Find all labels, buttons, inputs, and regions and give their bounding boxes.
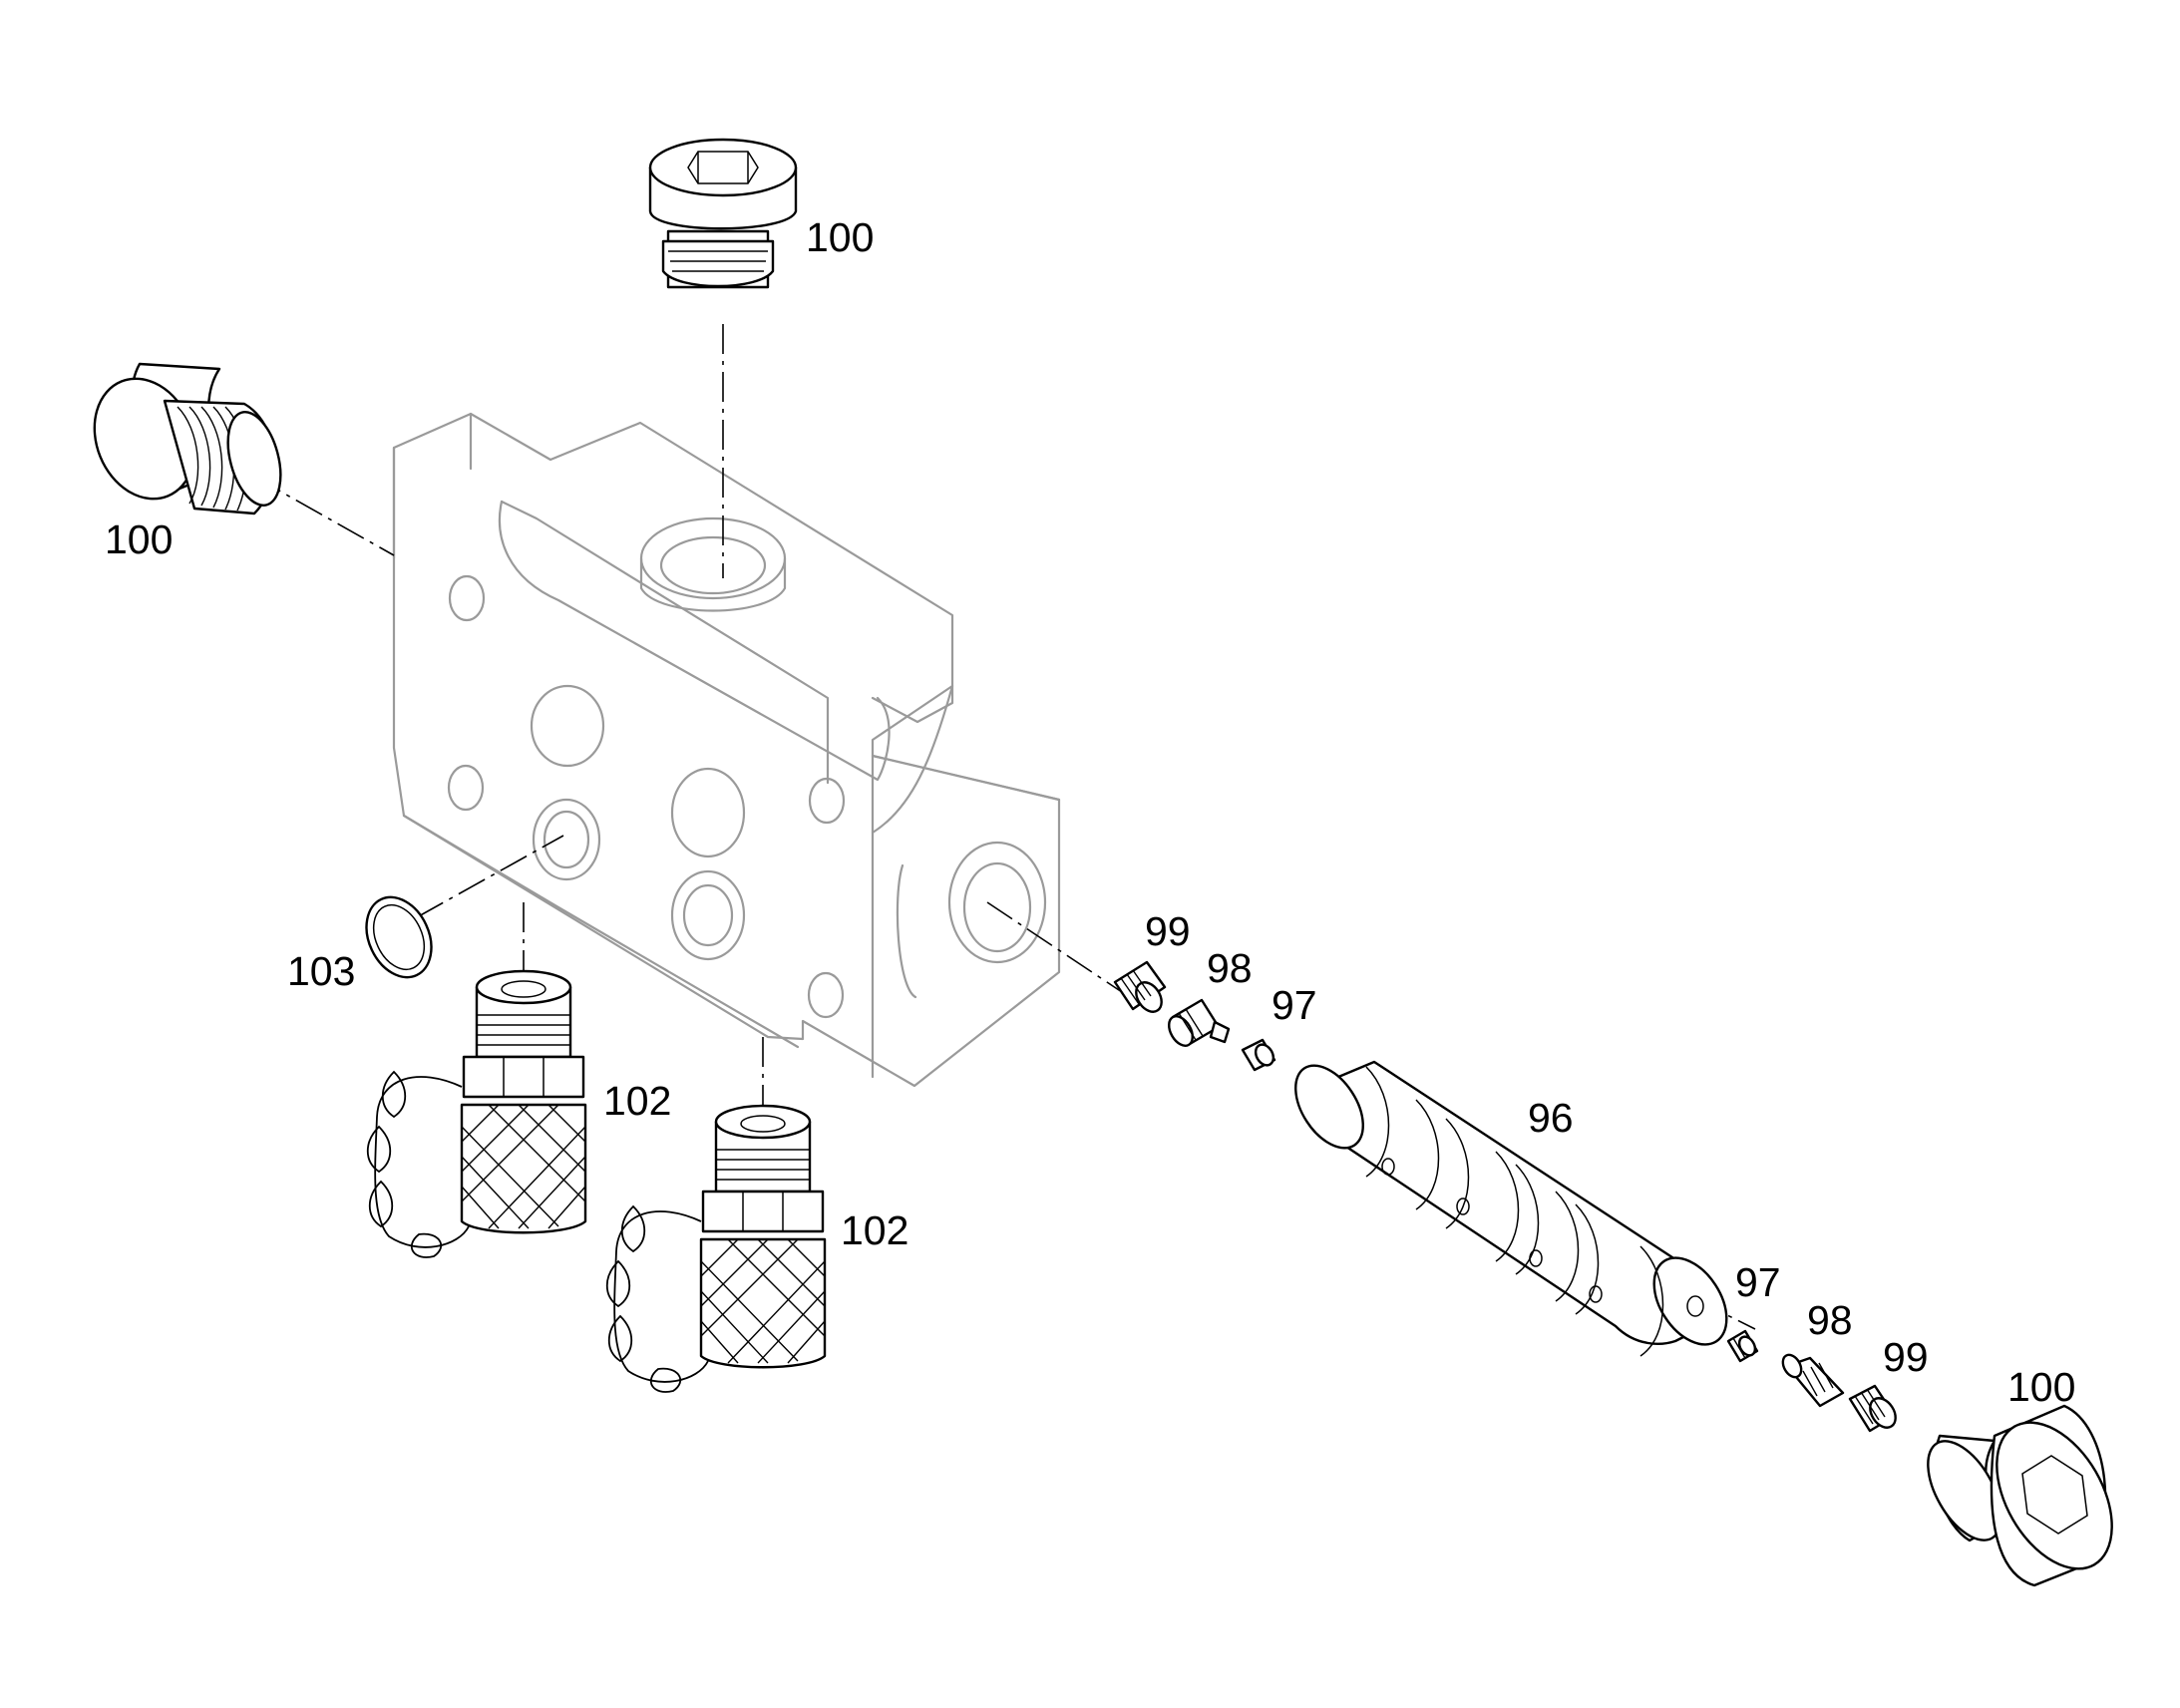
valve-housing	[392, 412, 1061, 1088]
o-ring	[365, 895, 433, 979]
callout-ball-upper: 97	[1272, 982, 1317, 1028]
callout-seat-lower: 99	[1883, 1334, 1929, 1380]
plug-left	[93, 362, 282, 515]
valve-seat-lower	[1848, 1384, 1897, 1433]
callout-coupling-right: 102	[841, 1207, 908, 1253]
callout-plug-right: 100	[2007, 1364, 2075, 1410]
callout-plug-top: 100	[806, 214, 874, 260]
callout-spool: 96	[1528, 1095, 1574, 1141]
callout-seat-upper: 99	[1145, 908, 1191, 954]
test-coupling-right	[605, 1104, 827, 1393]
callout-o-ring: 103	[287, 948, 355, 994]
valve-seat-upper	[1113, 960, 1167, 1013]
plug-right	[1927, 1404, 2113, 1587]
spring-upper	[1168, 998, 1231, 1047]
test-coupling-left	[366, 969, 587, 1258]
callout-ball-lower: 97	[1735, 1259, 1781, 1305]
plug-top	[648, 138, 798, 289]
callout-coupling-left: 102	[603, 1078, 671, 1124]
spring-lower	[1781, 1353, 1845, 1408]
ball-upper	[1241, 1038, 1276, 1072]
callout-labels: 100 100 103 102 102 99 98 97 96 97 98 99…	[105, 214, 2075, 1410]
callout-spring-upper: 98	[1207, 945, 1253, 991]
callout-spring-lower: 98	[1807, 1297, 1853, 1343]
ball-lower	[1726, 1329, 1759, 1363]
callout-plug-left: 100	[105, 516, 173, 562]
valve-spool	[1294, 1060, 1728, 1357]
